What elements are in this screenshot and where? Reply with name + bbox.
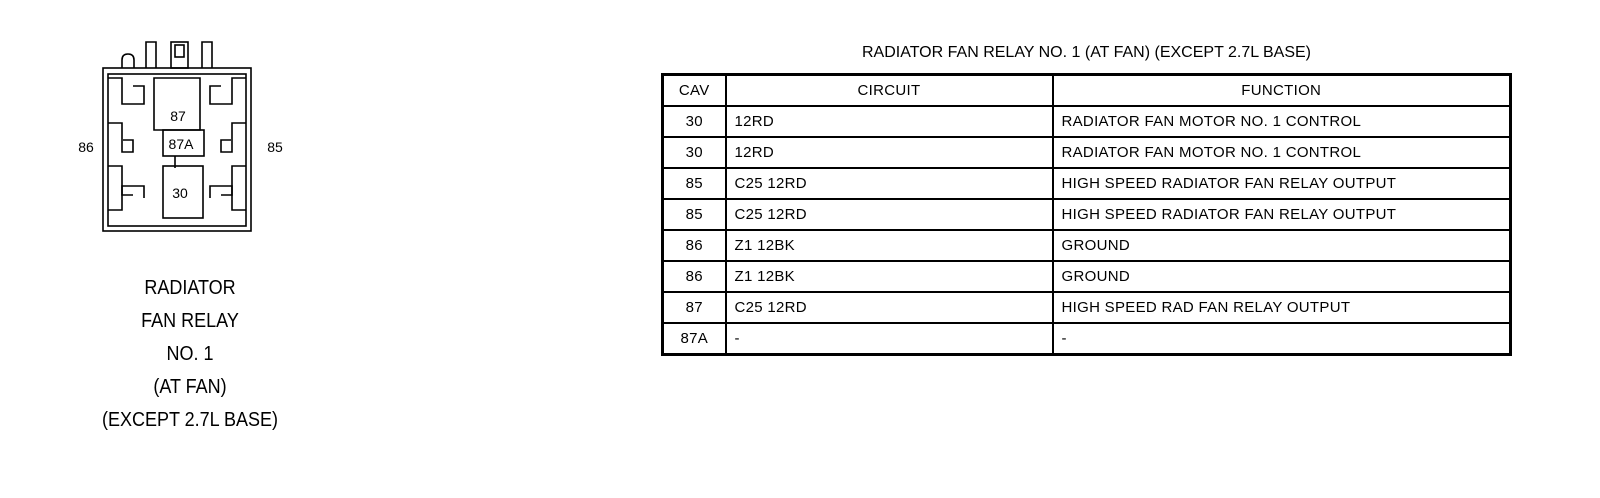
- function-cell: RADIATOR FAN MOTOR NO. 1 CONTROL: [1051, 105, 1512, 138]
- pinout-table: CAV CIRCUIT FUNCTION 30 12RD RADIATOR FA…: [661, 73, 1512, 356]
- caption-line: NO. 1: [166, 343, 214, 365]
- cav-cell: 30: [661, 105, 727, 138]
- column-header-function: FUNCTION: [1051, 73, 1512, 107]
- caption-line: (EXCEPT 2.7L BASE): [101, 409, 279, 431]
- table-row: 85 C25 12RD HIGH SPEED RADIATOR FAN RELA…: [661, 198, 1512, 231]
- caption-line: (AT FAN): [153, 376, 227, 398]
- circuit-cell: 12RD: [724, 136, 1054, 169]
- relay-connector-diagram: 86 85 87 87A 30: [78, 41, 283, 232]
- function-cell: HIGH SPEED RADIATOR FAN RELAY OUTPUT: [1051, 198, 1512, 231]
- table-row: 30 12RD RADIATOR FAN MOTOR NO. 1 CONTROL: [661, 136, 1512, 169]
- cav-cell: 87: [661, 291, 727, 324]
- table-row: 87A - -: [661, 322, 1512, 356]
- circuit-cell: C25 12RD: [724, 167, 1054, 200]
- circuit-cell: C25 12RD: [724, 291, 1054, 324]
- connector-caption: RADIATOR FAN RELAY NO. 1 (AT FAN) (EXCEP…: [87, 272, 294, 437]
- function-cell: HIGH SPEED RADIATOR FAN RELAY OUTPUT: [1051, 167, 1512, 200]
- cav-cell: 30: [661, 136, 727, 169]
- cav-cell: 85: [661, 198, 727, 231]
- pin-86-label: 86: [78, 139, 94, 155]
- function-cell: GROUND: [1051, 260, 1512, 293]
- cav-cell: 87A: [661, 322, 727, 356]
- cav-cell: 86: [661, 260, 727, 293]
- function-cell: GROUND: [1051, 229, 1512, 262]
- caption-line: RADIATOR: [144, 277, 236, 299]
- function-cell: -: [1051, 322, 1512, 356]
- circuit-cell: Z1 12BK: [724, 260, 1054, 293]
- cav-cell: 86: [661, 229, 727, 262]
- table-row: 86 Z1 12BK GROUND: [661, 260, 1512, 293]
- function-cell: RADIATOR FAN MOTOR NO. 1 CONTROL: [1051, 136, 1512, 169]
- table-header-row: CAV CIRCUIT FUNCTION: [661, 73, 1512, 107]
- cav-cell: 85: [661, 167, 727, 200]
- pin-30-label: 30: [172, 185, 188, 201]
- circuit-cell: Z1 12BK: [724, 229, 1054, 262]
- function-cell: HIGH SPEED RAD FAN RELAY OUTPUT: [1051, 291, 1512, 324]
- pin-85-label: 85: [267, 139, 283, 155]
- table-title: RADIATOR FAN RELAY NO. 1 (AT FAN) (EXCEP…: [861, 44, 1311, 61]
- column-header-circuit: CIRCUIT: [724, 73, 1054, 107]
- table-row: 30 12RD RADIATOR FAN MOTOR NO. 1 CONTROL: [661, 105, 1512, 138]
- caption-line: FAN RELAY: [141, 310, 239, 332]
- circuit-cell: C25 12RD: [724, 198, 1054, 231]
- pin-87a-label: 87A: [169, 136, 195, 152]
- circuit-cell: -: [724, 322, 1054, 356]
- column-header-cav: CAV: [661, 73, 727, 107]
- table-row: 86 Z1 12BK GROUND: [661, 229, 1512, 262]
- pin-87-label: 87: [170, 108, 186, 124]
- table-row: 85 C25 12RD HIGH SPEED RADIATOR FAN RELA…: [661, 167, 1512, 200]
- table-row: 87 C25 12RD HIGH SPEED RAD FAN RELAY OUT…: [661, 291, 1512, 324]
- circuit-cell: 12RD: [724, 105, 1054, 138]
